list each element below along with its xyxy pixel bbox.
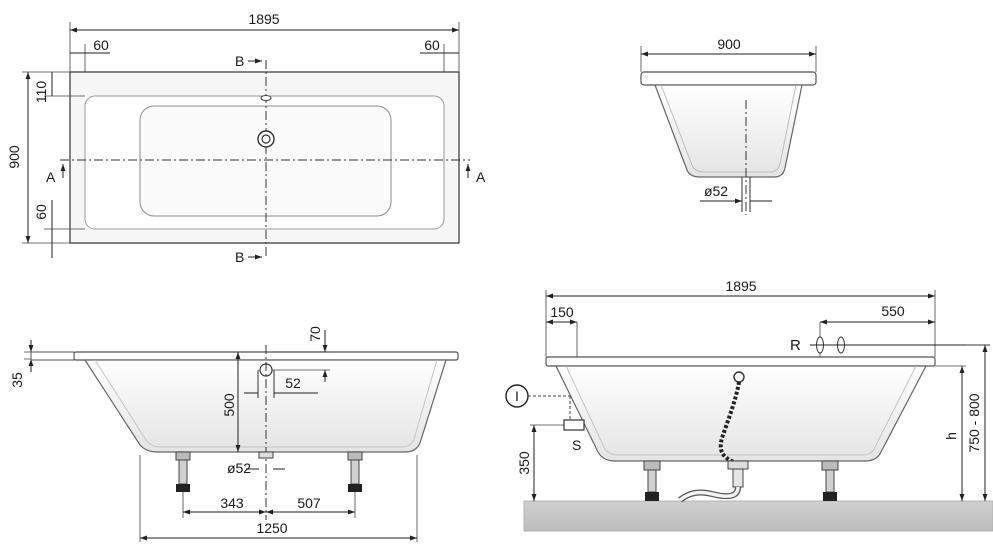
top-width-label: 900 [6,145,22,169]
install-height-range-label: 750 - 800 [966,393,982,452]
side-overflow-offset-label: 70 [307,326,323,342]
side-right-foot-label: 507 [297,495,321,511]
top-left-rim-label: 60 [93,37,109,53]
end-view: 900 ø52 [640,36,817,215]
side-left-foot [175,451,191,492]
side-rim-label: 35 [9,372,25,388]
section-a-right-label: A [476,169,486,185]
top-length-label: 1895 [248,11,279,27]
side-drain-label: ø52 [227,460,251,476]
section-a-left-label: A [46,169,56,185]
install-right-foot [821,460,839,501]
install-s-label: S [572,437,581,453]
top-view: 1895 60 60 B B A A 900 [6,11,486,265]
top-bottom-rim-label: 60 [33,204,49,220]
section-b-bottom-label: B [235,249,244,265]
end-width-label: 900 [717,36,741,52]
install-left-foot [643,460,661,501]
side-left-foot-label: 343 [220,495,244,511]
install-i-label: I [515,388,519,404]
install-length-label: 1895 [725,278,756,294]
install-view: 1895 150 550 R [505,278,993,532]
side-view: 35 52 70 500 ø52 [9,326,459,542]
top-right-rim-label: 60 [424,37,440,53]
end-drain-label: ø52 [704,183,728,199]
floor [523,500,993,532]
side-bottom-length-label: 1250 [256,520,287,536]
side-right-foot [347,451,363,492]
section-b-top-label: B [235,53,244,69]
side-overflow-dia-label: 52 [285,375,301,391]
side-depth-label: 500 [221,393,237,417]
install-left-offset-label: 150 [550,304,574,320]
top-offset-label: 110 [33,81,49,104]
install-h-label: h [943,432,959,440]
install-r-label: R [790,337,801,354]
install-right-offset-label: 550 [881,303,905,319]
install-floor-height-label: 350 [516,451,532,475]
